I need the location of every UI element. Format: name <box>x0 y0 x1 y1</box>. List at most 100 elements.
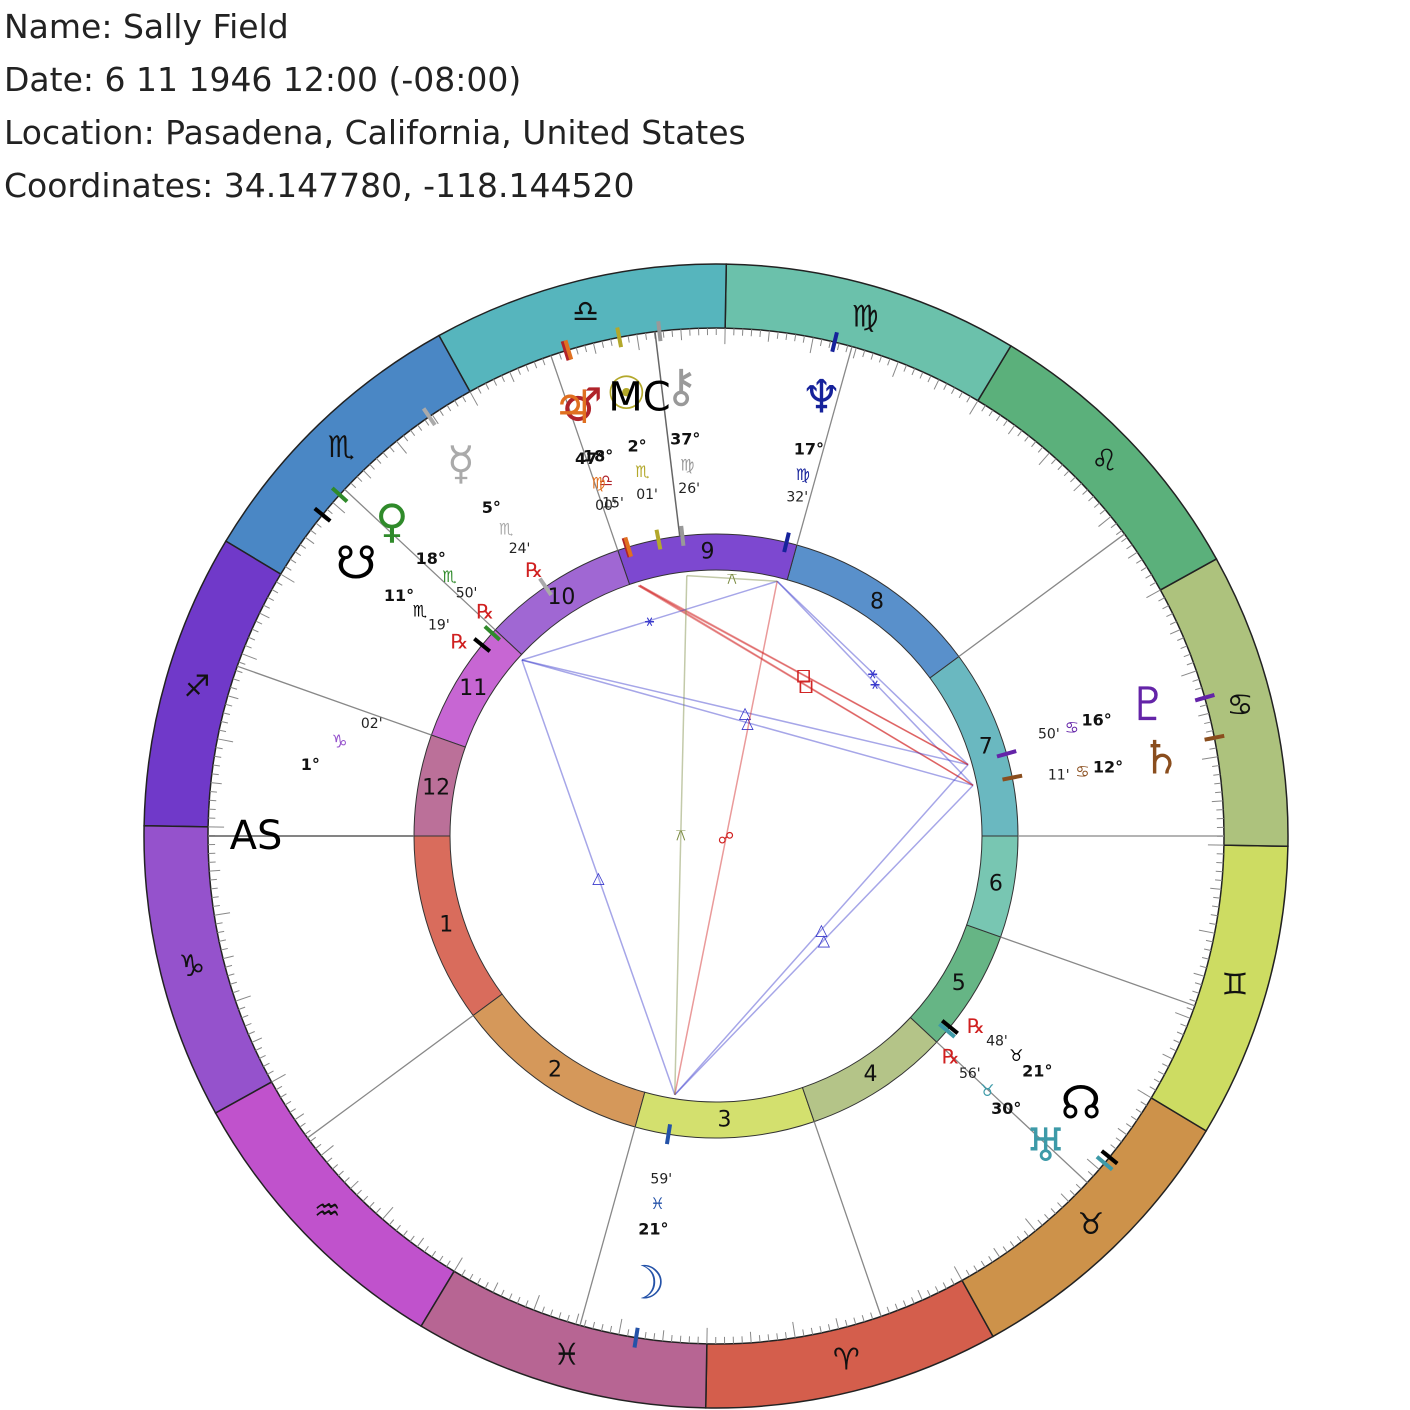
planet-degree-venus: 18° <box>416 549 446 568</box>
degree-tick <box>862 350 866 358</box>
degree-tick <box>501 375 505 383</box>
aspect-symbol-icon: □ <box>796 665 811 684</box>
planet-glyph-jupiter-icon: ♃ <box>552 380 593 434</box>
degree-tick <box>238 661 246 665</box>
degree-tick <box>1038 452 1050 466</box>
house-cusp-line-3 <box>579 1126 636 1326</box>
degree-tick <box>469 1273 474 1281</box>
midheaven-axis <box>654 331 681 537</box>
planet-minutes-mercury: 24' <box>509 541 531 557</box>
degree-tick <box>218 939 226 942</box>
degree-tick <box>396 440 407 454</box>
degree-tick <box>1183 653 1191 658</box>
planet-glyph-neptune-icon: ♆ <box>801 369 842 423</box>
degree-tick <box>284 1100 292 1106</box>
degree-tick <box>980 1260 986 1268</box>
sign-glyph-libra-icon: ♎ <box>572 294 599 329</box>
degree-tick <box>476 1277 482 1285</box>
degree-tick <box>919 371 924 379</box>
planet-minutes-jupiter: 00' <box>595 498 617 514</box>
degree-tick <box>211 896 219 899</box>
degree-tick <box>304 1129 311 1135</box>
degree-tick <box>241 1014 249 1019</box>
degree-tick <box>1050 1208 1057 1215</box>
aspect-line-pluto-venus <box>521 659 969 766</box>
planet-marker <box>1100 1149 1119 1166</box>
degree-tick <box>802 335 805 343</box>
sign-segment-pisces <box>420 1270 708 1409</box>
degree-tick <box>410 429 416 437</box>
degree-tick <box>542 358 546 366</box>
sign-segment-gemini <box>1150 844 1289 1132</box>
degree-tick <box>215 922 223 925</box>
degree-tick <box>601 340 605 348</box>
degree-tick <box>1149 1086 1157 1091</box>
degree-tick <box>1215 791 1223 794</box>
aspect-line-pluto-neptune <box>776 580 969 766</box>
degree-tick <box>424 419 430 426</box>
planet-glyph-mercury-icon: ☿ <box>447 436 475 490</box>
planet-saturn: ♄12°♋11' <box>1002 731 1225 785</box>
degree-tick <box>1140 566 1148 572</box>
planet-jupiter: ♃47°♍00' <box>552 339 634 558</box>
planet-sign-south-node-icon: ♏ <box>413 602 427 621</box>
house-segment-12 <box>413 734 466 837</box>
degree-tick <box>809 337 814 354</box>
degree-tick <box>844 1319 848 1327</box>
degree-tick <box>217 738 234 743</box>
degree-tick <box>1099 509 1106 515</box>
degree-tick <box>267 1070 274 1075</box>
coordinates-line: Coordinates: 34.147780, -118.144520 <box>4 166 635 205</box>
planet-marker <box>679 525 686 547</box>
degree-tick <box>861 1315 865 1323</box>
degree-tick <box>558 352 562 360</box>
degree-tick <box>517 368 521 375</box>
degree-tick <box>1088 495 1095 502</box>
degree-tick <box>794 334 797 342</box>
degree-tick <box>1137 1089 1152 1099</box>
degree-tick <box>852 347 857 359</box>
aspect-symbol-icon: △ <box>739 703 752 722</box>
degree-tick <box>280 573 295 583</box>
degree-tick <box>533 1295 540 1311</box>
degree-tick <box>950 387 956 395</box>
degree-tick <box>1173 1039 1181 1044</box>
aspect-line-venus-neptune <box>521 580 778 661</box>
planet-minutes-neptune: 32' <box>786 490 808 506</box>
planet-degree-south-node: 11° <box>384 586 414 605</box>
planet-marker <box>538 577 553 597</box>
aspect-symbol-icon: ⚹ <box>645 611 655 630</box>
degree-tick <box>1166 613 1173 618</box>
degree-tick <box>251 1037 263 1043</box>
degree-tick <box>988 409 994 417</box>
degree-tick <box>836 343 840 351</box>
planet-degree-neptune: 17° <box>794 439 824 458</box>
degree-tick <box>230 686 238 690</box>
degree-tick <box>1073 482 1082 492</box>
degree-tick <box>662 1330 665 1342</box>
degree-tick <box>680 329 683 341</box>
degree-tick <box>1125 1123 1133 1129</box>
planet-glyph-venus-icon: ♀ <box>375 494 409 548</box>
degree-tick <box>402 1230 408 1237</box>
house-number-7: 7 <box>979 735 993 760</box>
degree-tick <box>575 1313 580 1325</box>
degree-tick <box>1023 1230 1029 1237</box>
degree-tick <box>927 375 932 383</box>
degree-tick <box>653 1333 656 1341</box>
planet-marker <box>782 532 791 553</box>
degree-tick <box>1075 1183 1082 1190</box>
degree-tick <box>1070 476 1076 483</box>
degree-tick <box>870 352 874 360</box>
planet-pluto: ♇16°♋50' <box>996 677 1215 759</box>
planet-chiron: ⚷37°♍26' <box>656 321 700 547</box>
degree-tick <box>299 1122 306 1128</box>
degree-tick <box>227 695 239 700</box>
degree-tick <box>211 773 219 776</box>
degree-tick <box>500 1289 505 1297</box>
degree-tick <box>1213 896 1221 899</box>
house-number-9: 9 <box>700 540 714 565</box>
aspect-symbol-icon: □ <box>796 666 811 685</box>
aspect-symbol-icon: ⚻ <box>727 569 738 588</box>
degree-tick <box>973 1265 978 1272</box>
